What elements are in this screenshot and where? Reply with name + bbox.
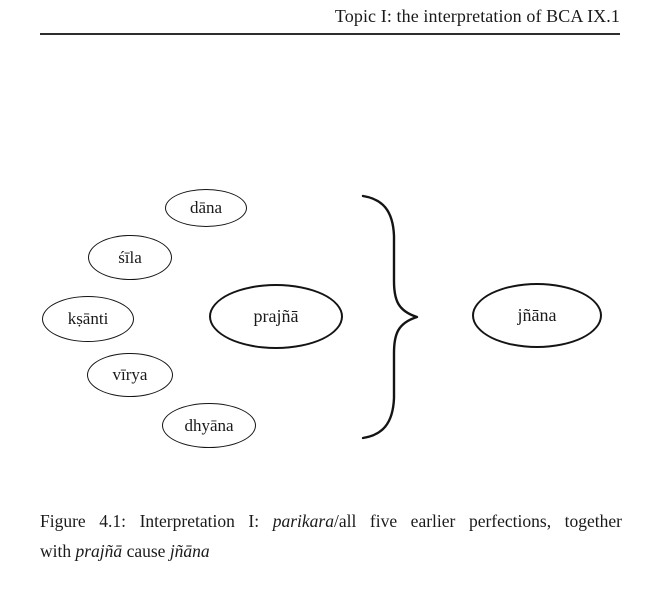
caption-line-2: with prajñā cause jñāna xyxy=(40,536,622,566)
caption-line1-prefix: Figure 4.1: Interpretation I: xyxy=(40,511,273,531)
node-ksanti: kṣānti xyxy=(42,296,134,342)
node-prajna: prajñā xyxy=(209,284,343,349)
node-virya-label: vīrya xyxy=(112,365,148,384)
node-jnana: jñāna xyxy=(472,283,602,348)
caption-line2-prefix: with xyxy=(40,541,76,561)
node-virya: vīrya xyxy=(87,353,173,397)
node-sila: śīla xyxy=(88,235,172,280)
caption-parikara-italic: parikara xyxy=(272,511,334,531)
node-dana: dāna xyxy=(165,189,247,227)
header-rule xyxy=(40,33,620,35)
figure-caption: Figure 4.1: Interpretation I: parikara/a… xyxy=(40,506,622,566)
node-jnana-label: jñāna xyxy=(517,305,557,325)
node-dhyana-label: dhyāna xyxy=(184,415,234,435)
node-dana-label: dāna xyxy=(189,198,223,217)
node-ksanti-label: kṣānti xyxy=(67,309,109,328)
node-prajna-label: prajñā xyxy=(253,306,299,326)
running-header: Topic I: the interpretation of BCA IX.1 xyxy=(334,6,620,26)
caption-jnana-italic: jñāna xyxy=(169,541,210,561)
node-dhyana: dhyāna xyxy=(162,403,256,448)
curly-brace-icon xyxy=(361,194,419,440)
caption-line-1: Figure 4.1: Interpretation I: parikara/a… xyxy=(40,506,622,536)
caption-line2-mid: cause xyxy=(122,541,170,561)
caption-line1-suffix: /all five earlier perfections, together xyxy=(333,511,622,531)
caption-prajna-italic: prajñā xyxy=(75,541,123,561)
node-sila-label: śīla xyxy=(118,247,142,267)
